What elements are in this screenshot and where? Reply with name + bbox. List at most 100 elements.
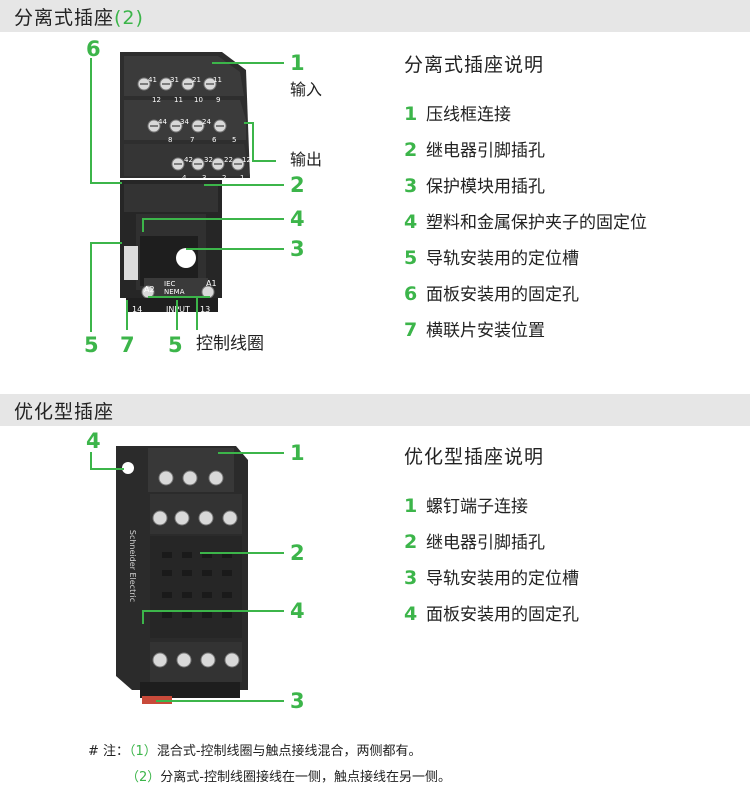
leader-6-vertical <box>90 58 92 184</box>
leader2-4-vertical <box>90 452 92 470</box>
terminal-3: 3 <box>202 174 207 182</box>
leader-3 <box>186 248 284 250</box>
desc-item: 3 导轨安装用的定位槽 <box>404 560 579 596</box>
desc-item-number: 3 <box>404 175 418 197</box>
note-1-number: （1） <box>129 744 157 759</box>
callout2-1: 1 <box>290 441 305 465</box>
section-header-separate: 分离式插座(2) <box>0 0 750 32</box>
desc-item: 3 保护模块用插孔 <box>404 168 647 204</box>
desc-item-text: 保护模块用插孔 <box>426 177 545 197</box>
separate-desc-title: 分离式插座说明 <box>404 54 545 76</box>
output-text: 输出 <box>290 150 323 169</box>
desc-item-number: 7 <box>404 319 418 341</box>
terminal-5: 5 <box>232 136 237 144</box>
desc-item-number: 5 <box>404 247 418 269</box>
nema-label: NEMA <box>164 288 185 296</box>
desc-item-text: 继电器引脚插孔 <box>426 533 545 553</box>
callout2-4b: 4 <box>290 599 305 623</box>
leader-coil-bar <box>148 296 210 298</box>
desc-item-text: 导轨安装用的定位槽 <box>426 569 579 589</box>
desc-item-number: 6 <box>404 283 418 305</box>
terminal-21: 21 <box>192 76 201 84</box>
leader-2 <box>204 184 284 186</box>
terminal-6: 6 <box>212 136 217 144</box>
leader2-3 <box>156 700 284 702</box>
callout-2: 2 <box>290 173 305 197</box>
leader2-1 <box>218 452 284 454</box>
leader2-4-horizontal <box>90 468 124 470</box>
note-2-text: 分离式-控制线圈接线在一侧，触点接线在另一侧。 <box>160 770 451 785</box>
note-line-1: # 注：（1）混合式-控制线圈与触点接线混合，两侧都有。 <box>88 740 422 759</box>
terminal-1: 1 <box>240 174 245 182</box>
terminal-12b: 12 <box>242 156 251 164</box>
desc-item-number: 4 <box>404 603 418 625</box>
terminal-8: 8 <box>168 136 173 144</box>
terminal-12: 12 <box>152 96 161 104</box>
desc-item: 2 继电器引脚插孔 <box>404 524 579 560</box>
leader-4-drop <box>142 218 144 232</box>
terminal-11: 11 <box>213 76 222 84</box>
terminal-44: 44 <box>158 118 167 126</box>
callout2-4: 4 <box>86 429 101 453</box>
note-prefix: # 注： <box>88 744 130 759</box>
leader-output <box>252 160 276 162</box>
leader-4 <box>142 218 284 220</box>
desc-item-number: 3 <box>404 567 418 589</box>
desc-item-text: 螺钉端子连接 <box>426 497 528 517</box>
desc-item: 1 螺钉端子连接 <box>404 488 579 524</box>
desc-item-text: 导轨安装用的定位槽 <box>426 249 579 269</box>
optimized-desc-title: 优化型插座说明 <box>404 446 545 468</box>
terminal-4: 4 <box>182 174 187 182</box>
desc-item-text: 面板安装用的固定孔 <box>426 605 579 625</box>
leader2-4b <box>142 610 284 612</box>
note-2-number: （2） <box>126 770 161 785</box>
terminal-10: 10 <box>194 96 203 104</box>
callout-7: 7 <box>120 333 135 357</box>
terminal-42: 42 <box>184 156 193 164</box>
callout-1: 1 <box>290 51 305 75</box>
leader-5a-vertical <box>90 242 92 332</box>
desc-item-text: 塑料和金属保护夹子的固定位 <box>426 213 647 233</box>
section-title-separate: 分离式插座(2) <box>14 7 144 29</box>
leader-coil <box>196 296 198 330</box>
leader-5b <box>176 300 178 330</box>
terminal-24: 24 <box>202 118 211 126</box>
terminal-7: 7 <box>190 136 195 144</box>
desc-item: 4 面板安装用的固定孔 <box>404 596 579 632</box>
desc-item-number: 1 <box>404 103 418 125</box>
brand-side-text: Schneider Electric <box>128 529 138 603</box>
note-1-text: 混合式-控制线圈与触点接线混合，两侧都有。 <box>156 744 422 759</box>
desc-item-number: 2 <box>404 531 418 553</box>
terminal-41: 41 <box>148 76 157 84</box>
callout-4: 4 <box>290 207 305 231</box>
desc-item: 5 导轨安装用的定位槽 <box>404 240 647 276</box>
leader2-4b-drop <box>142 610 144 624</box>
terminal-34: 34 <box>180 118 189 126</box>
callout-3: 3 <box>290 237 305 261</box>
terminal-11b: 11 <box>174 96 183 104</box>
terminal-32: 32 <box>204 156 213 164</box>
terminal-22: 22 <box>224 156 233 164</box>
leader-6-horizontal <box>90 182 122 184</box>
terminal-a1-label: A1 <box>206 279 217 288</box>
callout-5b: 5 <box>168 333 183 357</box>
optimized-desc-list: 1 螺钉端子连接 2 继电器引脚插孔 3 导轨安装用的定位槽 4 面板安装用的固定孔 <box>404 488 579 632</box>
section-header-optimized: 优化型插座 <box>0 394 750 426</box>
terminal-a2-label: A2 <box>144 285 155 294</box>
desc-item-text: 压线框连接 <box>426 105 511 125</box>
terminal-14-label: 14 <box>132 305 143 314</box>
desc-item: 4 塑料和金属保护夹子的固定位 <box>404 204 647 240</box>
desc-item-number: 4 <box>404 211 418 233</box>
coil-text: 控制线圈 <box>196 334 264 354</box>
leader-1 <box>212 62 284 64</box>
callout2-2: 2 <box>290 541 305 565</box>
leader-5a-horizontal <box>90 242 122 244</box>
callout-6: 6 <box>86 37 101 61</box>
desc-item-number: 1 <box>404 495 418 517</box>
